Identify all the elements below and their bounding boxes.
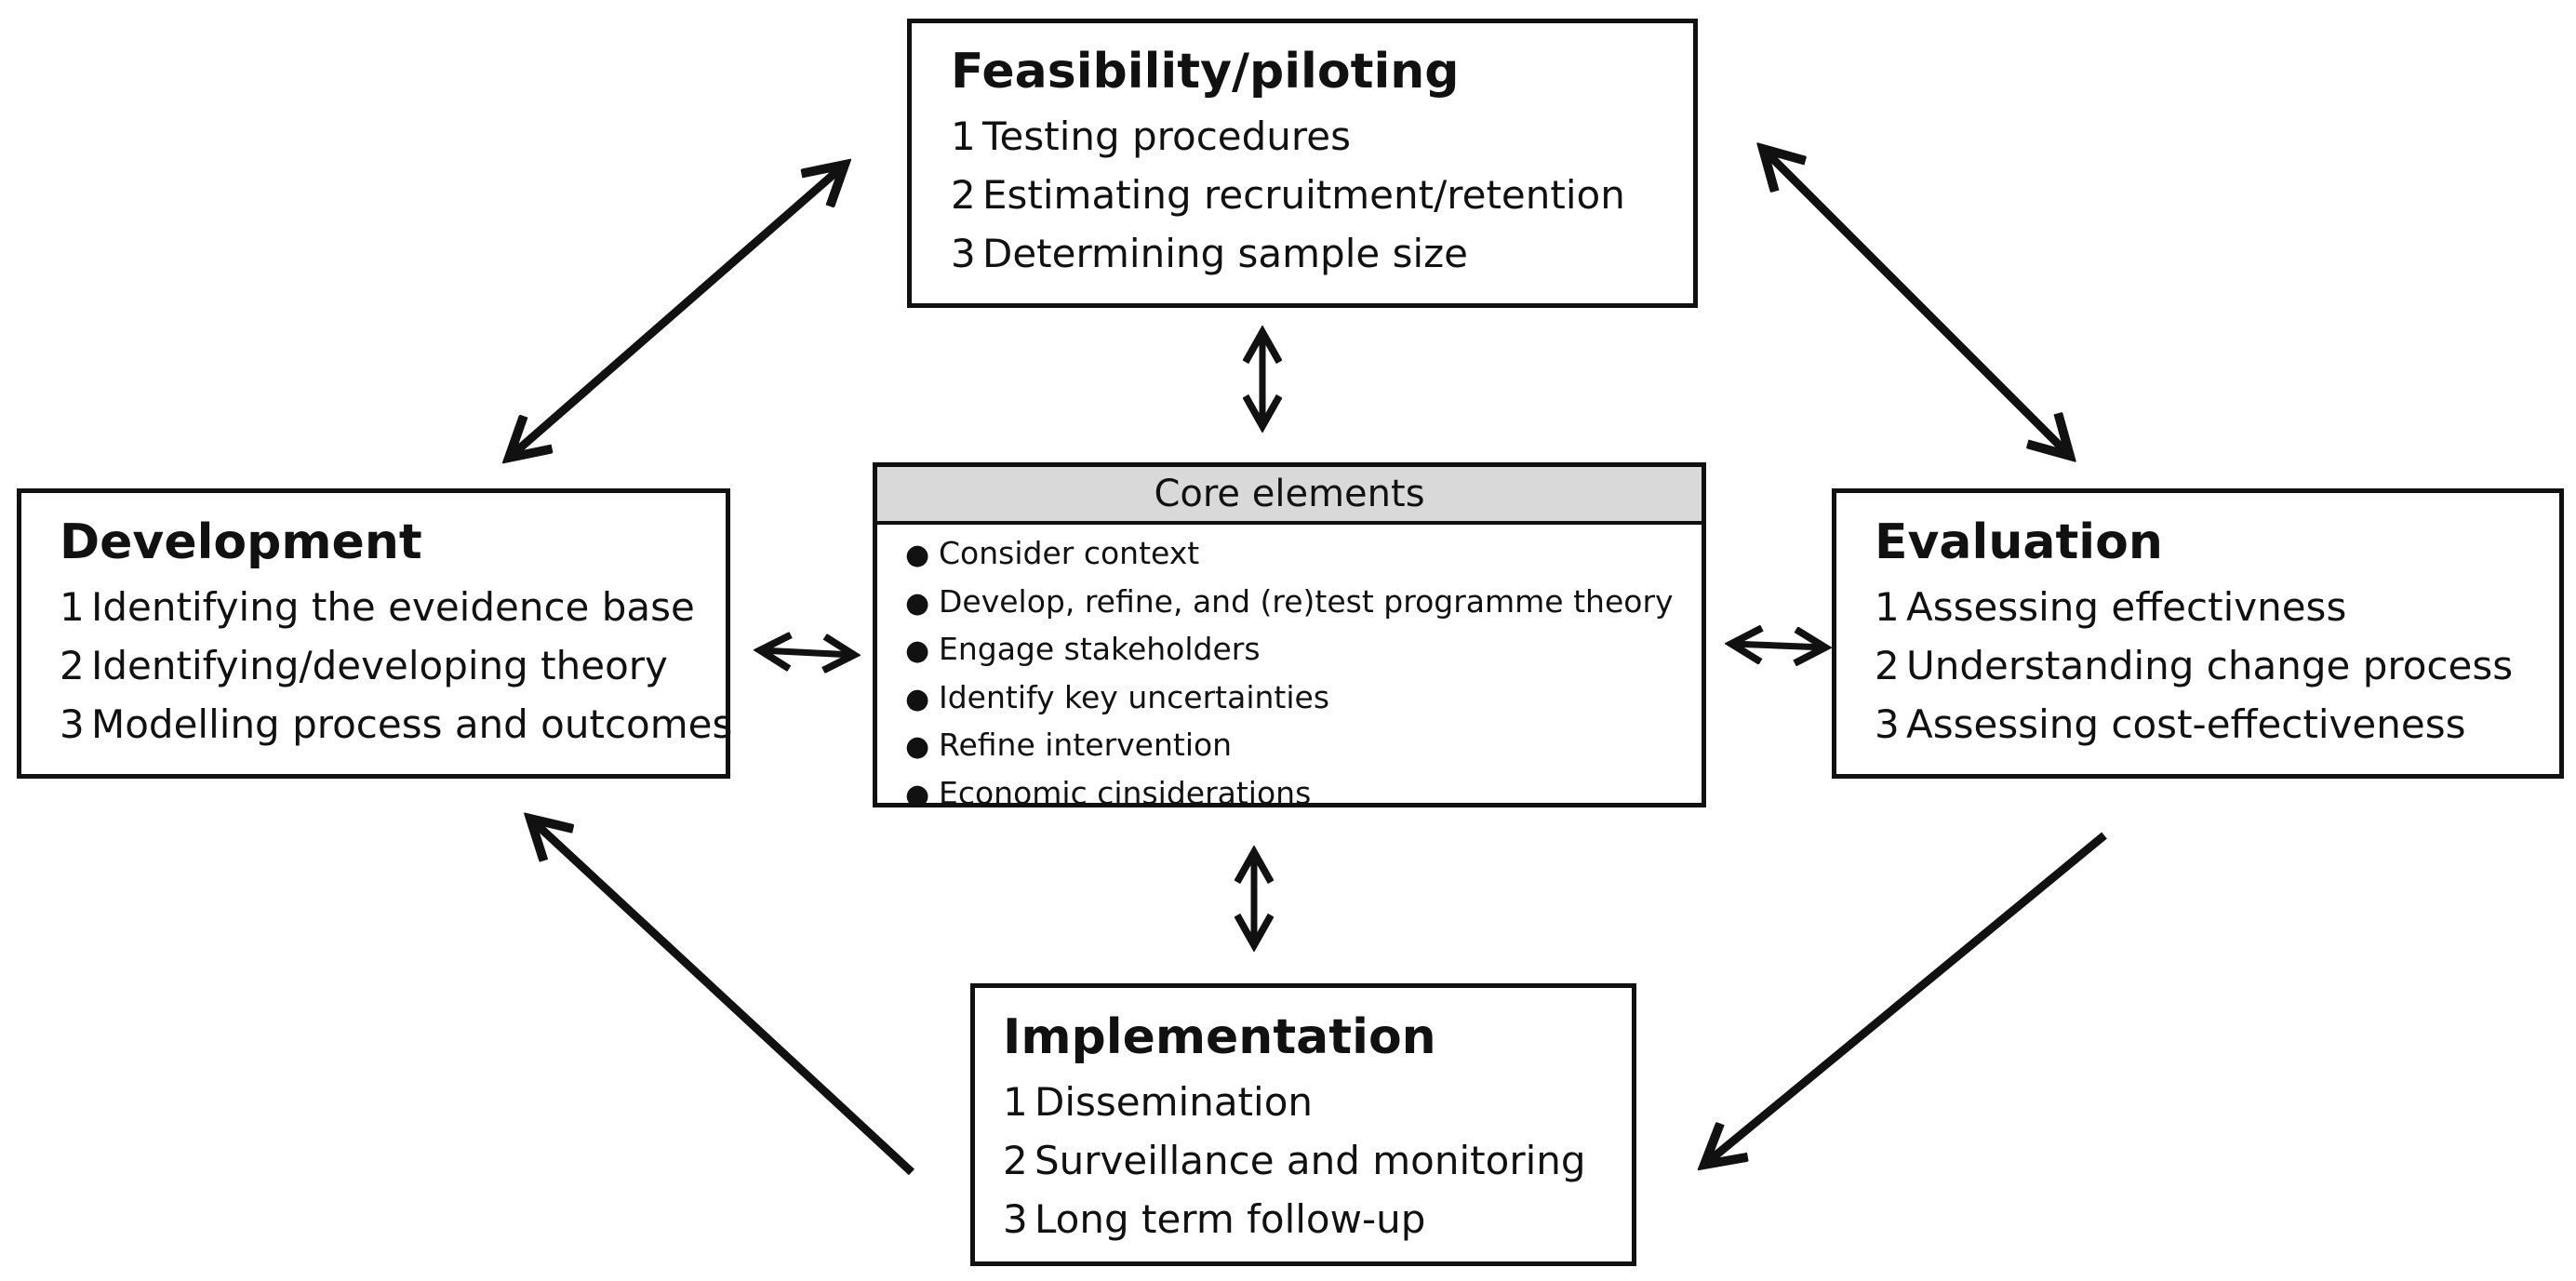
bullet-icon: ● bbox=[905, 539, 930, 571]
bullet-icon: ● bbox=[905, 778, 930, 811]
core-element-item: ●Engage stakeholders bbox=[905, 626, 1702, 674]
arrow-evaluation-implementation bbox=[1704, 832, 2107, 1165]
development-title: Development bbox=[60, 514, 422, 570]
core-element-item: ●Develop, refine, and (re)test programme… bbox=[905, 579, 1702, 627]
feasibility-title: Feasibility/piloting bbox=[951, 44, 1460, 100]
bullet-icon: ● bbox=[905, 634, 930, 668]
core-elements-list: ●Consider context ●Develop, refine, and … bbox=[877, 525, 1702, 819]
core-element-item: ●Consider context bbox=[905, 530, 1702, 579]
bullet-icon: ● bbox=[905, 682, 930, 715]
implementation-title: Implementation bbox=[1003, 1009, 1436, 1065]
core-element-item: ●Economic cinsiderations bbox=[905, 770, 1702, 819]
arrow-core-evaluation bbox=[1731, 644, 1825, 647]
evaluation-title: Evaluation bbox=[1875, 514, 2163, 570]
arrow-implementation-development bbox=[530, 819, 915, 1176]
core-elements-box: Core elements ●Consider context ●Develop… bbox=[873, 462, 1706, 811]
core-element-item: ●Refine intervention bbox=[905, 722, 1702, 770]
arrow-feasibility-evaluation bbox=[1763, 149, 2070, 456]
arrow-development-core bbox=[760, 650, 854, 655]
arrow-development-feasibility bbox=[509, 165, 845, 458]
bullet-icon: ● bbox=[905, 586, 930, 620]
core-elements-title: Core elements bbox=[877, 467, 1702, 525]
bullet-icon: ● bbox=[905, 730, 930, 764]
core-element-item: ●Identify key uncertainties bbox=[905, 674, 1702, 723]
